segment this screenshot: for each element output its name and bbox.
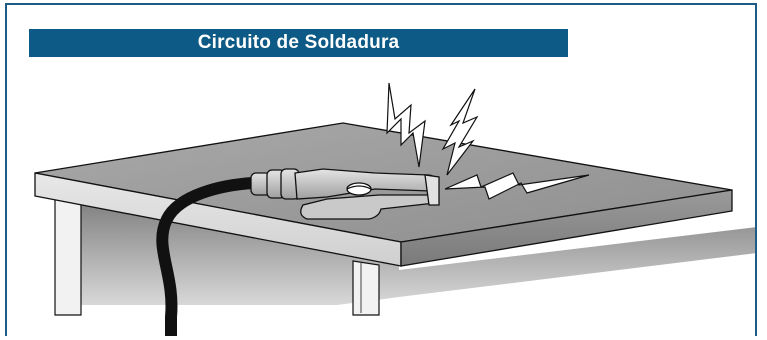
table-leg-left (54, 196, 82, 316)
ground-clamp (250, 168, 440, 220)
spark-bolt-left (386, 82, 426, 168)
spark-bolt-right (441, 88, 479, 176)
figure-frame: Circuito de Soldadura (5, 3, 757, 336)
welding-cable (156, 177, 254, 336)
table-side-edge (400, 189, 733, 267)
spark (386, 82, 590, 200)
table-leg-right (352, 260, 380, 316)
figure-title-bar: Circuito de Soldadura (29, 29, 568, 57)
table-apron (81, 197, 755, 305)
work-table (34, 122, 755, 316)
welding-circuit-illustration (34, 82, 755, 336)
spark-bolt-horizontal (444, 172, 590, 200)
